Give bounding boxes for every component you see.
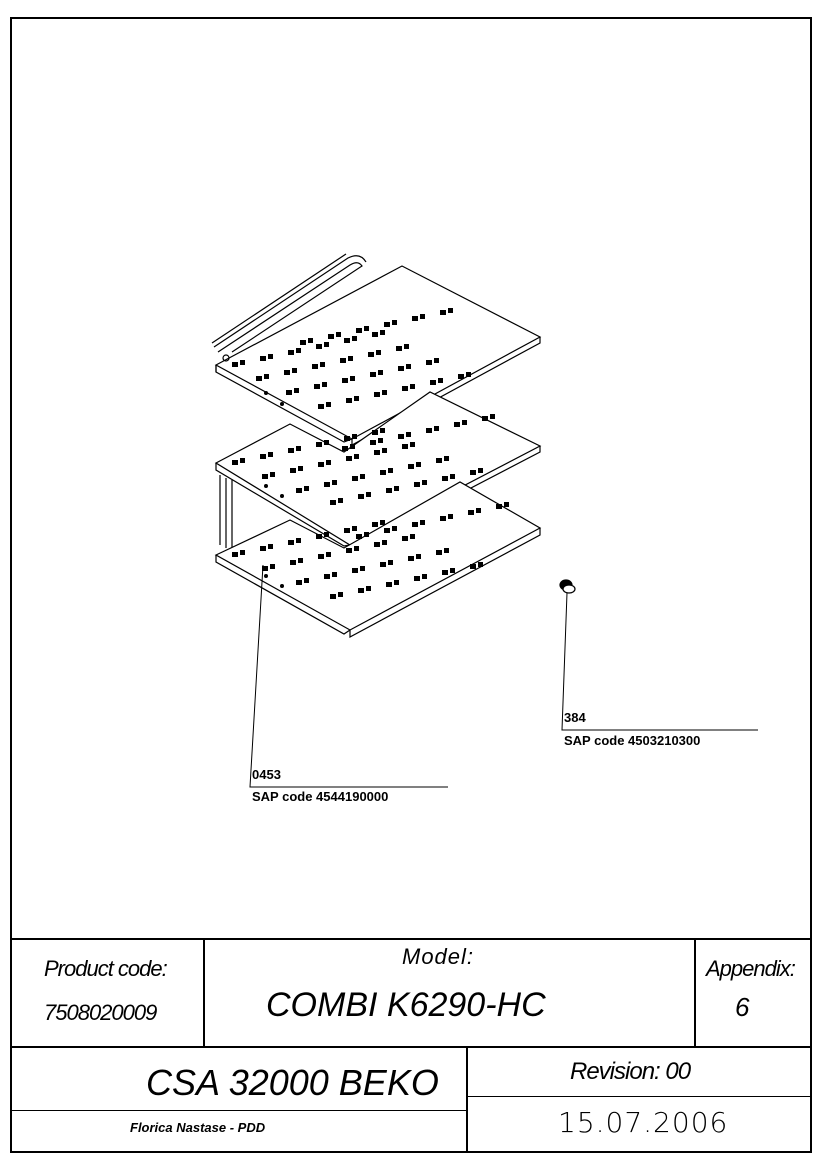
document-title: CSA 32000 BEKO — [146, 1062, 439, 1103]
part-number-0453: 0453 — [252, 767, 281, 782]
appendix-value: 6 — [735, 992, 750, 1022]
leader-lines — [249, 564, 758, 788]
author: Florica Nastase - PDD — [130, 1120, 266, 1135]
model-value: COMBI K6290-HC — [266, 986, 546, 1024]
appendix-label: Appendix: — [706, 956, 796, 981]
side-rail — [219, 475, 233, 550]
drawing-sheet-border — [10, 17, 812, 1153]
small-part-384 — [559, 579, 576, 594]
product-code-label: Product code: — [44, 956, 168, 981]
title-block: Product code: 7508020009 Model: COMBI K6… — [10, 938, 812, 1153]
sap-code-384: SAP code 4503210300 — [564, 733, 701, 748]
bottom-shelf — [214, 481, 542, 639]
revision-date: 15.07.2006 — [558, 1106, 729, 1139]
part-number-384: 384 — [564, 710, 586, 725]
model-label: Model: — [402, 944, 475, 969]
product-code-value: 7508020009 — [44, 1000, 157, 1025]
revision: Revision: 00 — [570, 1058, 691, 1085]
sap-code-0453: SAP code 4544190000 — [252, 789, 389, 804]
